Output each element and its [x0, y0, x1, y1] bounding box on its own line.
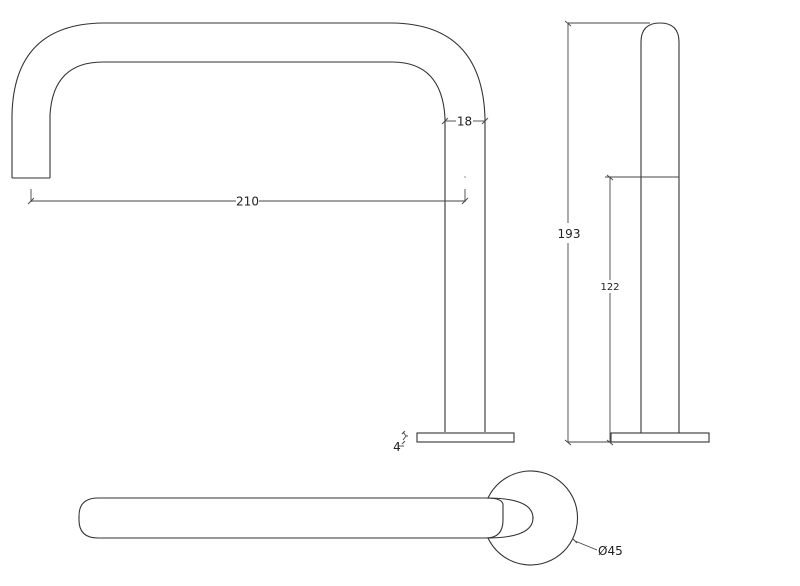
- dimension-122: 122: [600, 174, 679, 446]
- dimension-18: 18: [441, 115, 489, 129]
- dimension-label-193: 193: [558, 227, 581, 241]
- dimension-label-4: 4: [393, 440, 401, 454]
- center-point: [532, 517, 534, 519]
- front-view: 18 210 4: [11, 22, 515, 454]
- dimension-210: 210: [27, 176, 469, 209]
- top-view: Ø45: [78, 470, 623, 566]
- side-pipe-contour: [640, 22, 680, 433]
- dimension-label-diameter: Ø45: [598, 544, 623, 558]
- base-plate: [416, 432, 515, 443]
- side-base-plate: [610, 432, 710, 443]
- spout-inner-contour: [49, 61, 446, 432]
- side-view: 193 122: [558, 20, 710, 446]
- top-spout-outline: [78, 497, 504, 539]
- dimension-label-122: 122: [600, 282, 619, 293]
- top-spout-end: [485, 497, 534, 539]
- dimension-193: 193: [558, 20, 650, 446]
- base-circle: [487, 470, 578, 566]
- dimension-label-18: 18: [457, 115, 472, 129]
- dimension-label-210: 210: [236, 195, 259, 209]
- dimension-4: 4: [393, 430, 408, 454]
- dimension-diameter-45: Ø45: [572, 538, 623, 558]
- spout-outer-contour: [11, 22, 486, 432]
